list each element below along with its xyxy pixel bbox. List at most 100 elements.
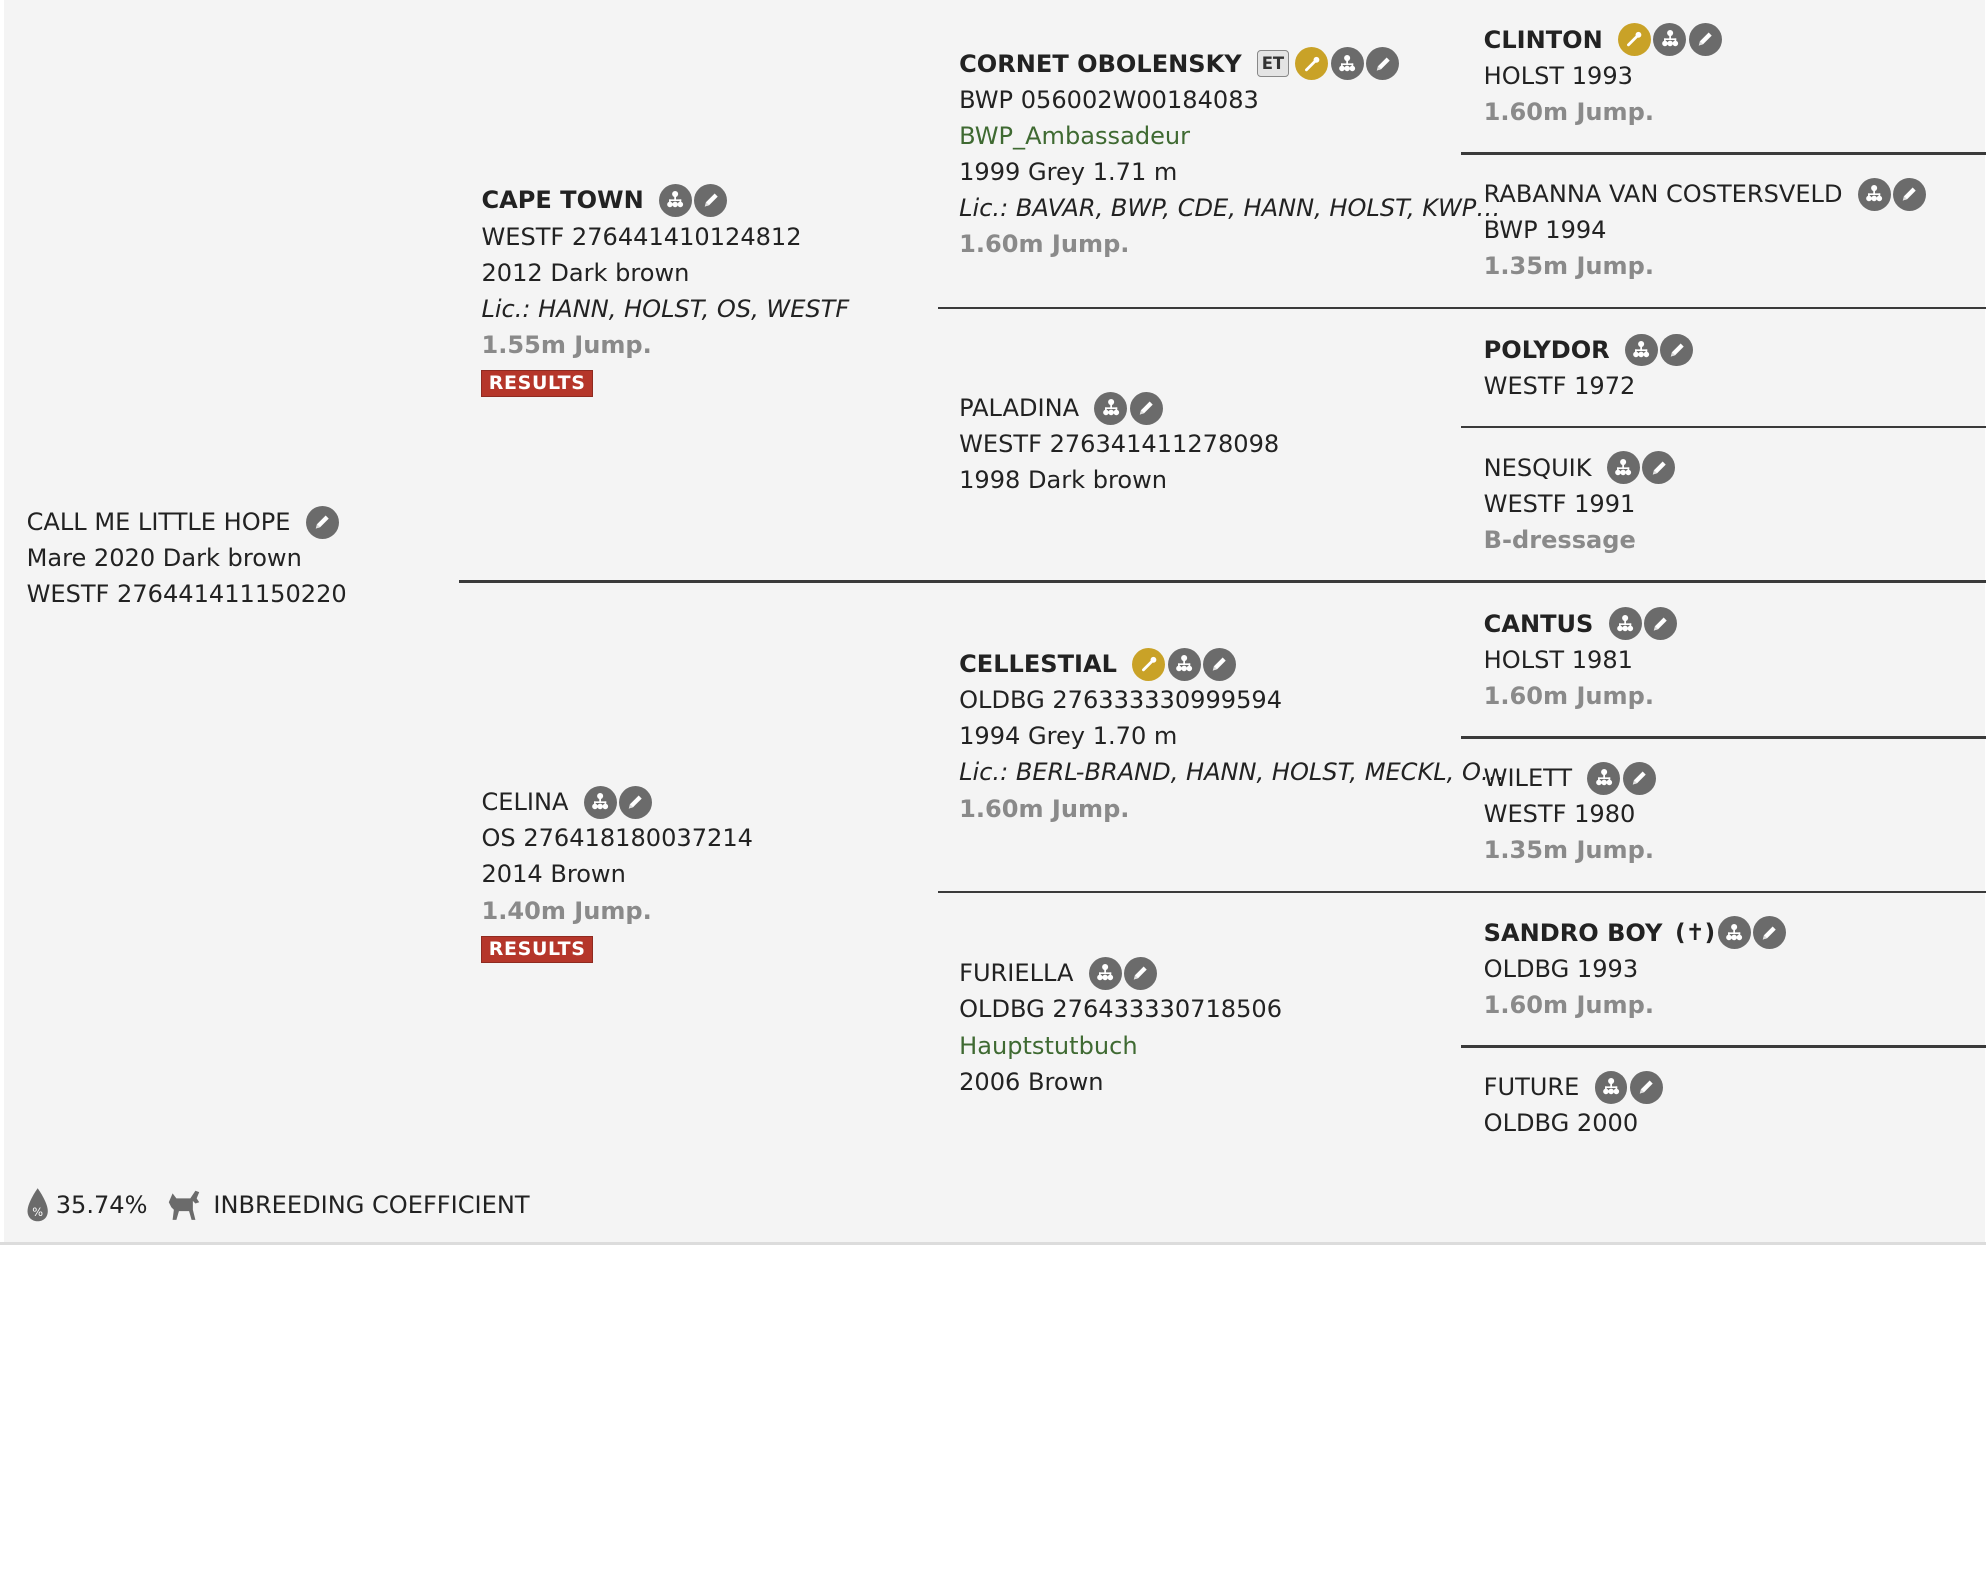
pedigree-tree-icon[interactable] bbox=[1653, 23, 1687, 57]
sires-sire-horse: CORNET OBOLENSKY ET BWP 056002W00184083 … bbox=[959, 46, 1500, 263]
pedigree-tree-icon[interactable] bbox=[1606, 451, 1640, 485]
approved-stallion-icon[interactable] bbox=[1617, 23, 1651, 57]
pencil-edit-icon[interactable] bbox=[1203, 647, 1237, 681]
approved-stallion-icon[interactable] bbox=[1132, 647, 1166, 681]
subject-sex-year-color: Mare 2020 Dark brown bbox=[26, 544, 302, 573]
pedigree-tree-icon[interactable] bbox=[658, 184, 692, 217]
gg2-discipline: 1.35m Jump. bbox=[1483, 252, 1654, 281]
dams-dam-registration: OLDBG 276433330718506 bbox=[959, 995, 1283, 1024]
pedigree-tree-icon[interactable] bbox=[1587, 761, 1621, 795]
dam-horse: CELINA OS 276418180037214 2014 Brown 1.4… bbox=[481, 784, 753, 965]
gg4-registration-year: WESTF 1991 bbox=[1483, 489, 1636, 518]
pencil-edit-icon[interactable] bbox=[1124, 956, 1158, 990]
gg4-name[interactable]: NESQUIK bbox=[1483, 453, 1592, 482]
inbreeding-drop-icon: % bbox=[27, 1188, 49, 1222]
pedigree-tree-icon[interactable] bbox=[1594, 1070, 1628, 1104]
pedigree-tree-icon[interactable] bbox=[1857, 177, 1891, 211]
gg7-discipline: 1.60m Jump. bbox=[1483, 990, 1654, 1019]
pencil-edit-icon[interactable] bbox=[1753, 916, 1786, 950]
gg6-name[interactable]: WILETT bbox=[1483, 764, 1573, 793]
rule-dam-split bbox=[937, 890, 1986, 894]
inbreeding-coefficient-label: INBREEDING COEFFICIENT bbox=[213, 1190, 530, 1219]
rule-gg-4 bbox=[1460, 1045, 1986, 1048]
pencil-edit-icon[interactable] bbox=[1644, 607, 1677, 641]
pedigree-tree-icon[interactable] bbox=[1717, 916, 1751, 950]
sire-registration: WESTF 276441410124812 bbox=[481, 222, 802, 251]
sires-sire-name[interactable]: CORNET OBOLENSKY bbox=[959, 49, 1242, 78]
pencil-edit-icon[interactable] bbox=[694, 184, 728, 217]
dam-name[interactable]: CELINA bbox=[481, 788, 569, 817]
deceased-marker: (✝) bbox=[1675, 919, 1716, 946]
pedigree-tree-icon[interactable] bbox=[1094, 391, 1128, 425]
gg8-name[interactable]: FUTURE bbox=[1483, 1073, 1580, 1102]
pencil-edit-icon[interactable] bbox=[1630, 1070, 1663, 1104]
great-grandparent-4: NESQUIK WESTF 1991 B-dressage bbox=[1484, 450, 1676, 558]
dams-sire-discipline: 1.60m Jump. bbox=[959, 794, 1130, 823]
sire-discipline: 1.55m Jump. bbox=[481, 330, 652, 359]
pedigree-tree-icon[interactable] bbox=[1088, 956, 1122, 990]
dam-year-color: 2014 Brown bbox=[481, 860, 626, 889]
gg2-registration-year: BWP 1994 bbox=[1483, 216, 1607, 245]
gg3-registration-year: WESTF 1972 bbox=[1483, 372, 1636, 401]
pencil-edit-icon[interactable] bbox=[305, 505, 339, 539]
approved-stallion-icon[interactable] bbox=[1295, 47, 1329, 81]
gg2-name[interactable]: RABANNA VAN COSTERSVELD bbox=[1483, 180, 1843, 209]
pedigree-tree-icon[interactable] bbox=[1330, 47, 1364, 81]
dams-sire-name[interactable]: CELLESTIAL bbox=[959, 650, 1117, 679]
great-grandparent-6: WILETT WESTF 1980 1.35m Jump. bbox=[1484, 760, 1656, 868]
gg3-name[interactable]: POLYDOR bbox=[1483, 335, 1610, 364]
pencil-edit-icon[interactable] bbox=[1129, 391, 1163, 425]
pedigree-tree-icon[interactable] bbox=[1608, 607, 1642, 641]
pencil-edit-icon[interactable] bbox=[1688, 23, 1722, 57]
gg5-discipline: 1.60m Jump. bbox=[1483, 681, 1654, 710]
pencil-edit-icon[interactable] bbox=[1660, 333, 1694, 367]
sires-sire-studbook: BWP_Ambassadeur bbox=[959, 121, 1191, 150]
sire-year-color: 2012 Dark brown bbox=[481, 258, 690, 287]
pencil-edit-icon[interactable] bbox=[1893, 177, 1927, 211]
dams-sire-licences: Lic.: BERL-BRAND, HANN, HOLST, MECKL, O… bbox=[959, 758, 1505, 787]
dams-dam-horse: FURIELLA OLDBG 276433330718506 Hauptstut… bbox=[959, 955, 1282, 1099]
pedigree-tree-icon[interactable] bbox=[1167, 647, 1201, 681]
horse-icon[interactable] bbox=[165, 1187, 203, 1222]
gg1-name[interactable]: CLINTON bbox=[1483, 25, 1603, 54]
sires-sire-registration: BWP 056002W00184083 bbox=[959, 85, 1259, 114]
gg6-registration-year: WESTF 1980 bbox=[1483, 800, 1636, 829]
rule-sire-split bbox=[937, 306, 1986, 310]
sires-dam-name[interactable]: PALADINA bbox=[959, 394, 1080, 423]
dams-dam-year-color: 2006 Brown bbox=[959, 1067, 1104, 1096]
sires-dam-horse: PALADINA WESTF 276341411278098 1998 Dark… bbox=[959, 390, 1279, 498]
inbreeding-coefficient-value: 35.74% bbox=[55, 1190, 148, 1219]
pencil-edit-icon[interactable] bbox=[1642, 451, 1676, 485]
pencil-edit-icon[interactable] bbox=[1622, 761, 1656, 795]
subject-horse: CALL ME LITTLE HOPE Mare 2020 Dark brown… bbox=[27, 504, 347, 612]
dam-results-button[interactable]: RESULTS bbox=[481, 935, 593, 964]
rule-gg-2 bbox=[1460, 425, 1986, 429]
dams-dam-name[interactable]: FURIELLA bbox=[959, 959, 1074, 988]
sire-licences: Lic.: HANN, HOLST, OS, WESTF bbox=[481, 294, 850, 323]
gg5-name[interactable]: CANTUS bbox=[1483, 609, 1594, 638]
gg8-registration-year: OLDBG 2000 bbox=[1483, 1109, 1639, 1138]
gg4-discipline: B-dressage bbox=[1483, 526, 1636, 554]
sire-name[interactable]: CAPE TOWN bbox=[481, 186, 644, 215]
inbreeding-footer: % 35.74% INBREEDING COEFFICIENT bbox=[25, 1187, 530, 1222]
embryo-transfer-badge: ET bbox=[1256, 49, 1289, 78]
great-grandparent-5: CANTUS HOLST 1981 1.60m Jump. bbox=[1484, 606, 1677, 714]
pencil-edit-icon[interactable] bbox=[1366, 47, 1400, 81]
great-grandparent-7: SANDRO BOY (✝) OLDBG 1993 1.60m Jump. bbox=[1484, 915, 1786, 1023]
gg5-registration-year: HOLST 1981 bbox=[1483, 645, 1633, 674]
great-grandparent-3: POLYDOR WESTF 1972 bbox=[1484, 332, 1694, 404]
dams-sire-year-color: 1994 Grey 1.70 m bbox=[959, 722, 1178, 751]
subject-name[interactable]: CALL ME LITTLE HOPE bbox=[26, 508, 291, 537]
sires-dam-registration: WESTF 276341411278098 bbox=[959, 430, 1280, 459]
dam-registration: OS 276418180037214 bbox=[481, 824, 753, 853]
great-grandparent-2: RABANNA VAN COSTERSVELD BWP 1994 1.35m J… bbox=[1483, 176, 1927, 284]
pedigree-tree-icon[interactable] bbox=[1624, 333, 1658, 367]
pencil-edit-icon[interactable] bbox=[619, 785, 653, 819]
gg1-discipline: 1.60m Jump. bbox=[1483, 97, 1654, 126]
pedigree-tree-icon[interactable] bbox=[583, 785, 617, 819]
great-grandparent-1: CLINTON HOLST 1993 1.60m Jump. bbox=[1484, 22, 1722, 130]
sires-sire-discipline: 1.60m Jump. bbox=[959, 230, 1130, 259]
sire-results-button[interactable]: RESULTS bbox=[481, 369, 593, 398]
gg7-name[interactable]: SANDRO BOY bbox=[1483, 918, 1663, 947]
gg7-registration-year: OLDBG 1993 bbox=[1483, 954, 1639, 983]
